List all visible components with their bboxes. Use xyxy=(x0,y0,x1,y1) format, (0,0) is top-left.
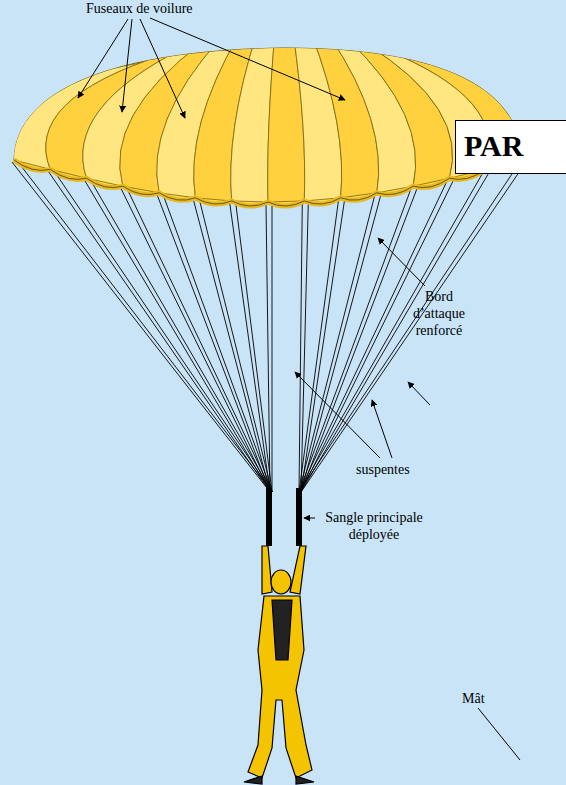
suspension-line xyxy=(91,180,272,492)
suspension-line xyxy=(299,162,520,492)
main-strap xyxy=(266,488,272,546)
suspension-line xyxy=(301,171,490,492)
suspension-line xyxy=(121,188,270,492)
leader-lines xyxy=(78,18,520,760)
title-box: PAR xyxy=(455,120,566,174)
suspension-line xyxy=(299,200,339,492)
suspension-line xyxy=(85,180,270,492)
suspension-line xyxy=(230,203,270,492)
suspension-line xyxy=(199,200,272,492)
suspension-line xyxy=(299,195,375,492)
suspension-line xyxy=(236,203,272,492)
suspension-line xyxy=(48,171,270,492)
suspension-line xyxy=(18,162,272,492)
suspension-line xyxy=(301,162,526,492)
part-label: Sangle principale déployée xyxy=(318,509,430,543)
reinforced-leading-edge xyxy=(14,160,522,206)
part-label: Fuseaux de voilure xyxy=(86,0,246,17)
main-strap xyxy=(296,488,302,546)
suspension-line xyxy=(299,188,411,492)
part-label: Bord d’attaque renforcé xyxy=(400,288,478,339)
suspension-line xyxy=(127,188,272,492)
suspension-line xyxy=(54,171,272,492)
suspension-line xyxy=(193,200,270,492)
suspension-line xyxy=(163,195,272,492)
suspension-line xyxy=(272,204,273,492)
suspension-line xyxy=(266,204,270,492)
suspension-line xyxy=(301,188,417,492)
title-text: PAR xyxy=(456,121,531,171)
part-label: suspentes xyxy=(356,461,446,478)
suspension-lines xyxy=(12,162,526,492)
suspension-line xyxy=(299,171,484,492)
parachutist xyxy=(244,546,314,784)
part-label: Mât xyxy=(462,690,502,707)
hem-outline xyxy=(14,160,522,206)
